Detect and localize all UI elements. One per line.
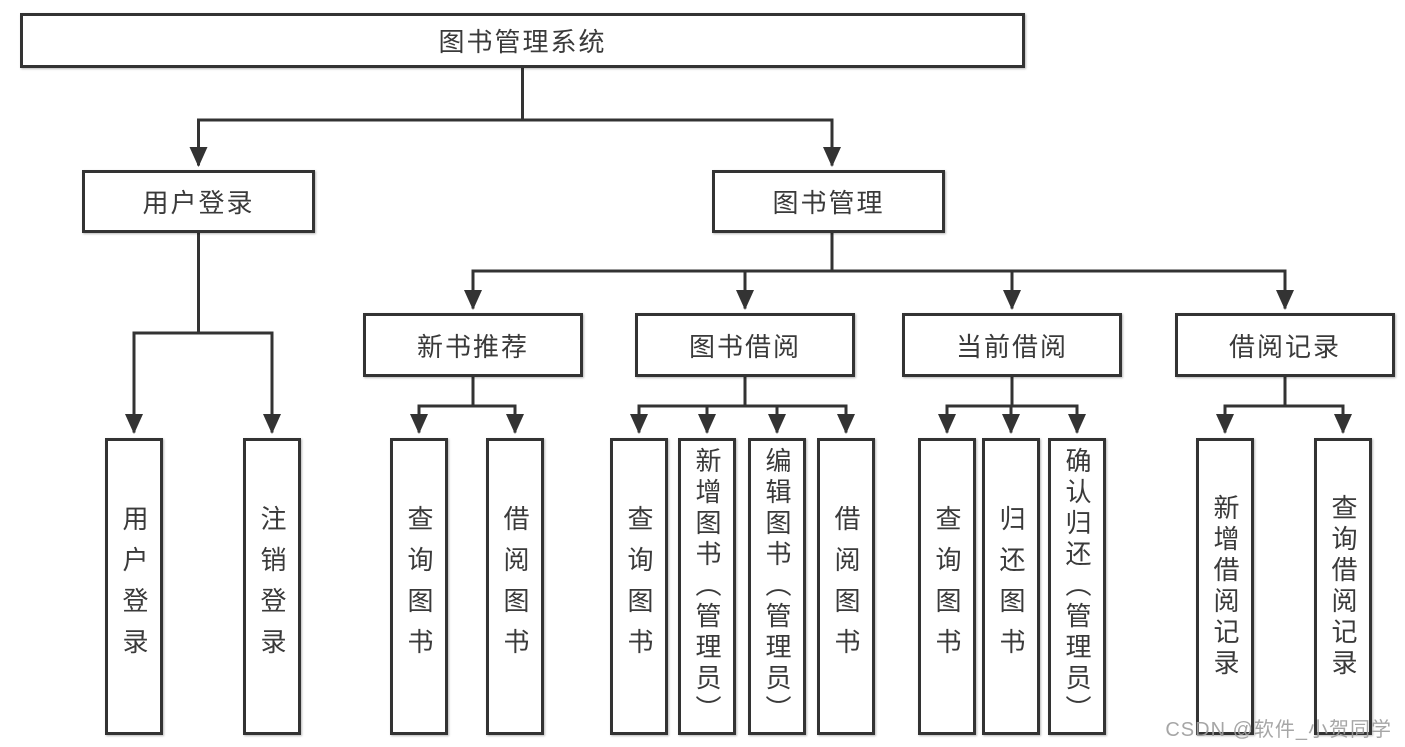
node-new-book-recommend: 新书推荐 [363, 313, 583, 377]
csdn-watermark: CSDN @软件_小贺同学 [1165, 719, 1392, 741]
leaf-query-books-recommend: 查询图书 [390, 438, 448, 735]
node-borrowing-records-label: 借阅记录 [1228, 331, 1341, 362]
connector-book-borrow-children [630, 375, 855, 434]
leaf-add-borrow-record-label: 新增借阅记录 [1210, 493, 1240, 680]
leaf-return-books-label: 归还图书 [996, 504, 1026, 669]
node-current-borrowing-label: 当前借阅 [955, 331, 1068, 362]
leaf-return-books: 归还图书 [982, 438, 1040, 735]
leaf-confirm-return-admin: 确认归还（管理员） [1048, 438, 1106, 735]
leaf-edit-books-admin: 编辑图书（管理员） [748, 438, 806, 735]
connector-root-to-level1 [189, 66, 841, 167]
leaf-edit-books-admin-label: 编辑图书（管理员） [762, 447, 792, 726]
leaf-add-borrow-record: 新增借阅记录 [1196, 438, 1254, 735]
leaf-query-borrow-record-label: 查询借阅记录 [1328, 493, 1358, 680]
leaf-query-books-current-label: 查询图书 [932, 504, 962, 669]
leaf-query-books-current: 查询图书 [918, 438, 976, 735]
node-book-borrowing: 图书借阅 [635, 313, 855, 377]
connector-book-mgmt-children [464, 231, 1294, 310]
leaf-logout-label: 注销登录 [257, 504, 287, 669]
leaf-borrow-books: 借阅图书 [817, 438, 875, 735]
node-library-management-system: 图书管理系统 [20, 13, 1025, 68]
node-user-login: 用户登录 [82, 170, 315, 233]
node-library-management-system-label: 图书管理系统 [438, 27, 607, 57]
node-book-management-label: 图书管理 [772, 188, 885, 218]
leaf-add-books-admin-label: 新增图书（管理员） [692, 447, 722, 726]
node-current-borrowing: 当前借阅 [902, 313, 1122, 377]
leaf-query-books-recommend-label: 查询图书 [404, 504, 434, 669]
leaf-query-books-borrowing-label: 查询图书 [624, 504, 654, 669]
connector-user-login-children [125, 231, 281, 434]
leaf-confirm-return-admin-label: 确认归还（管理员） [1062, 447, 1092, 726]
leaf-user-login: 用户登录 [105, 438, 163, 735]
node-book-borrowing-label: 图书借阅 [688, 331, 801, 362]
leaf-query-books-borrowing: 查询图书 [610, 438, 668, 735]
node-book-management: 图书管理 [712, 170, 945, 233]
leaf-borrow-books-recommend-label: 借阅图书 [500, 504, 530, 669]
connector-new-book-rec-children [410, 375, 524, 434]
node-borrowing-records: 借阅记录 [1175, 313, 1395, 377]
leaf-borrow-books-recommend: 借阅图书 [486, 438, 544, 735]
leaf-user-login-label: 用户登录 [119, 504, 149, 669]
node-user-login-label: 用户登录 [142, 188, 255, 218]
leaf-query-borrow-record: 查询借阅记录 [1314, 438, 1372, 735]
leaf-add-books-admin: 新增图书（管理员） [678, 438, 736, 735]
connector-borrow-records-children [1216, 375, 1352, 434]
leaf-logout: 注销登录 [243, 438, 301, 735]
node-new-book-recommend-label: 新书推荐 [416, 331, 529, 362]
connector-current-borrow-children [938, 375, 1086, 434]
leaf-borrow-books-label: 借阅图书 [831, 504, 861, 669]
